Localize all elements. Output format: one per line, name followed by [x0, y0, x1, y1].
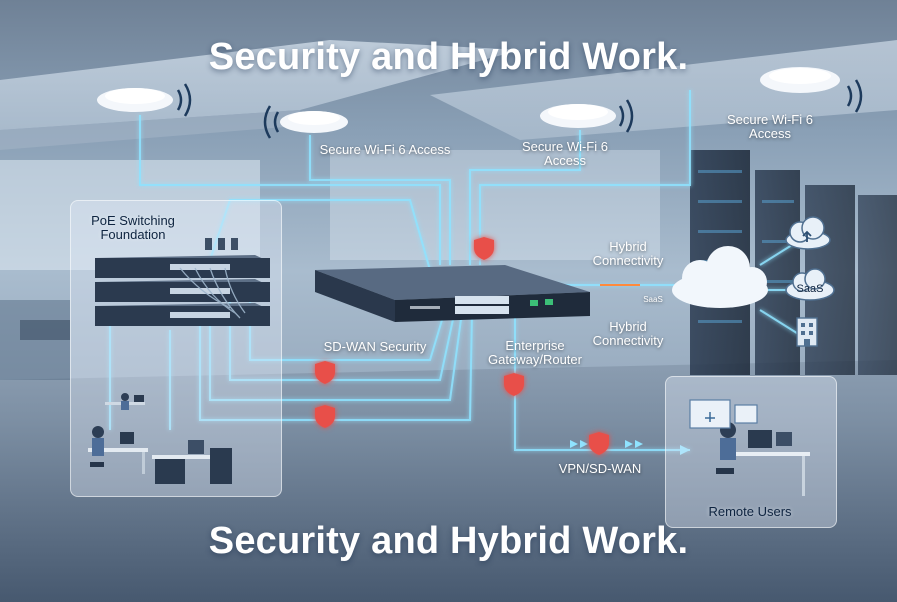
- saas-cloud-icon: [785, 268, 835, 301]
- shield-icon: [474, 237, 494, 260]
- page-subtitle: Security and Hybrid Work.: [208, 520, 689, 562]
- label-wifi-access-2: Secure Wi-Fi 6 Access: [522, 139, 608, 168]
- shield-icon: [504, 373, 524, 396]
- label-remote-users: Remote Users: [708, 504, 792, 519]
- label-poe-switching: PoE Switching Foundation: [91, 213, 175, 242]
- label-hybrid-connectivity-bottom: Hybrid Connectivity: [592, 319, 664, 348]
- wifi-access-point-icon: [97, 83, 192, 117]
- wifi-access-point-icon: [540, 99, 634, 133]
- wifi-access-point-icon: [263, 105, 348, 139]
- label-saas-small: SaaS: [643, 295, 663, 304]
- cloud-upload-icon: [785, 216, 831, 250]
- user-at-desk-icon: [152, 440, 232, 484]
- label-sdwan-security: SD-WAN Security: [323, 339, 427, 354]
- label-wifi-access-3: Secure Wi-Fi 6 Access: [727, 112, 813, 141]
- page-title: Security and Hybrid Work.: [208, 36, 689, 78]
- label-wifi-access-1: Secure Wi-Fi 6 Access: [319, 142, 451, 157]
- shield-icon: [315, 405, 335, 428]
- label-vpn-sdwan: VPN/SD-WAN: [558, 461, 642, 476]
- user-at-desk-icon: [105, 393, 145, 410]
- cloud-icon: [672, 246, 768, 308]
- shield-icon: [315, 361, 335, 384]
- label-hybrid-connectivity-top: Hybrid Connectivity: [592, 239, 664, 268]
- user-at-desk-icon: [88, 426, 148, 474]
- shield-icon: [589, 432, 609, 455]
- poe-panel: [70, 200, 282, 497]
- router-icon: [315, 265, 590, 322]
- label-saas: SaaS: [796, 283, 824, 295]
- building-icon: [796, 317, 818, 347]
- user-at-desk-icon: [689, 399, 810, 496]
- wifi-access-point-icon: [760, 67, 863, 113]
- label-enterprise-gateway: Enterprise Gateway/Router: [488, 338, 582, 367]
- switch-icon: [95, 255, 270, 326]
